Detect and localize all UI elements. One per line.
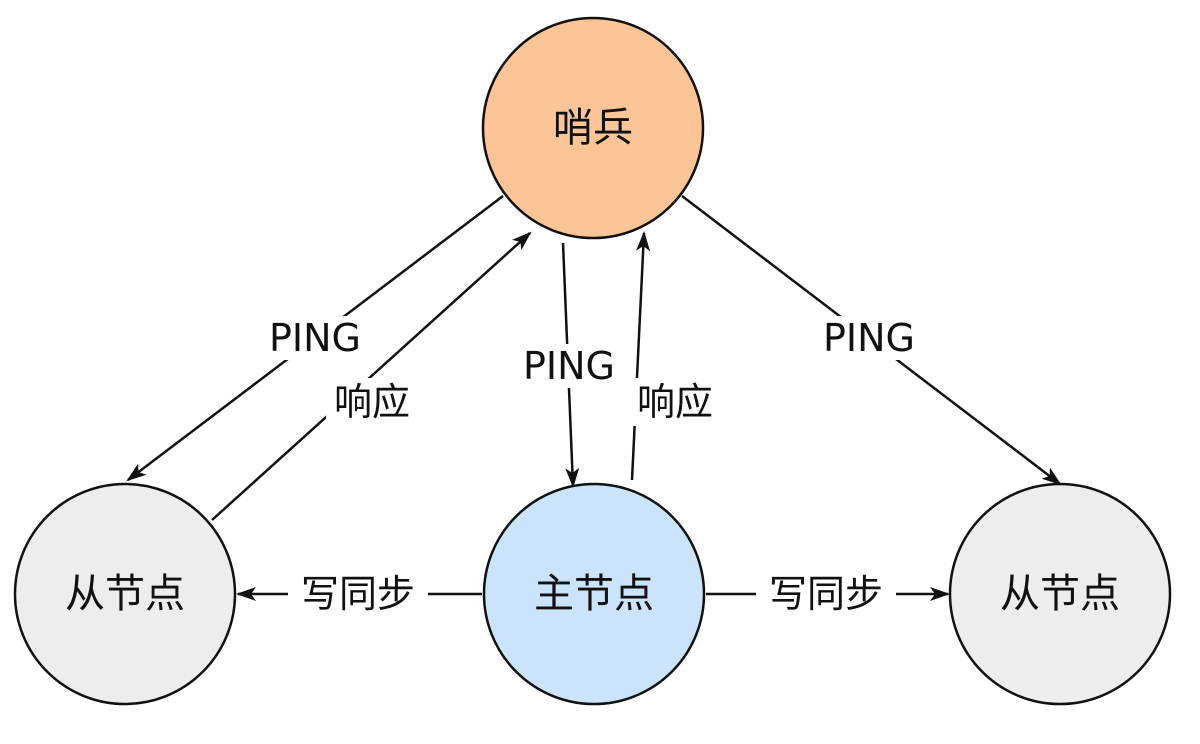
label-response-left: 响应 <box>334 380 410 424</box>
label-sync-left: 写同步 <box>301 572 415 616</box>
master-node: 主节点 <box>482 482 706 706</box>
label-bg-ping-master <box>512 344 626 388</box>
label-response-master: 响应 <box>637 380 713 424</box>
master-label: 主节点 <box>534 571 654 617</box>
left-replica-node: 从节点 <box>13 482 237 706</box>
label-bg-response-left <box>326 378 418 426</box>
edge-response-master-to-sentinel <box>630 231 651 481</box>
label-ping-master: PING <box>523 344 615 388</box>
label-bg-sync-right <box>756 570 896 618</box>
label-ping-right: PING <box>823 316 915 360</box>
left-replica-circle <box>13 482 237 706</box>
right-replica-node: 从节点 <box>948 482 1172 706</box>
master-circle <box>482 482 706 706</box>
sentinel-label: 哨兵 <box>553 105 633 151</box>
left-replica-label: 从节点 <box>65 571 185 617</box>
sentinel-node: 哨兵 <box>481 16 705 240</box>
edge-response-left-replica-to-sentinel <box>211 231 532 521</box>
sentinel-circle <box>481 16 705 240</box>
label-sync-right: 写同步 <box>769 572 883 616</box>
label-bg-ping-right <box>812 316 926 360</box>
label-bg-response-master <box>628 378 722 426</box>
label-bg-sync-left <box>288 570 428 618</box>
label-ping-left: PING <box>269 316 361 360</box>
right-replica-label: 从节点 <box>1000 571 1120 617</box>
right-replica-circle <box>948 482 1172 706</box>
label-bg-ping-left <box>258 316 372 360</box>
